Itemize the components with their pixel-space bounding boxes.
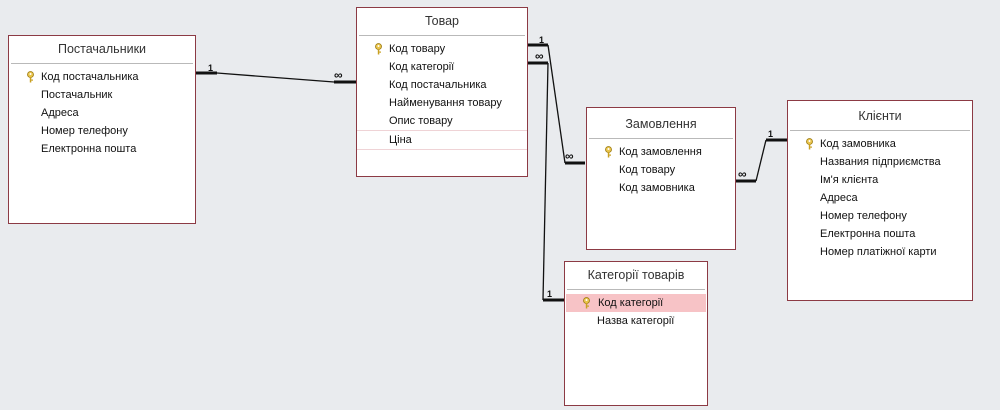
field-label: Електронна пошта [41, 143, 137, 155]
field-label: Номер телефону [41, 125, 128, 137]
field-label: Номер платіжної карти [820, 246, 937, 258]
field-label: Названия підприємства [820, 156, 941, 168]
field-label: Ім'я клієнта [820, 174, 879, 186]
field-item[interactable]: Постачальник [9, 86, 195, 104]
table-title[interactable]: Клієнти [790, 101, 970, 131]
key-icon [26, 71, 35, 83]
field-label: Постачальник [41, 89, 113, 101]
rel-many-label: ∞ [738, 167, 747, 181]
table-title[interactable]: Товар [359, 8, 525, 36]
relation-products-categories[interactable]: ∞ 1 [527, 49, 564, 302]
rel-one-label: 1 [208, 63, 213, 73]
field-label: Найменування товару [389, 97, 502, 109]
table-orders[interactable]: Замовлення Код замовлення Код товару Код… [586, 107, 736, 250]
field-item-selected[interactable]: Код категорії [566, 294, 706, 312]
key-icon [604, 146, 613, 158]
field-item[interactable]: Номер телефону [788, 207, 972, 225]
field-label: Ціна [389, 134, 412, 146]
field-item[interactable]: Назва категорії [565, 312, 707, 330]
table-title[interactable]: Постачальники [11, 36, 193, 64]
relation-suppliers-products[interactable]: 1 ∞ [196, 63, 356, 84]
field-item[interactable]: Електронна пошта [9, 140, 195, 158]
table-clients[interactable]: Клієнти Код замовника Названия підприємс… [787, 100, 973, 301]
relation-products-orders[interactable]: 1 ∞ [527, 35, 585, 165]
field-item[interactable]: Код товару [587, 161, 735, 179]
field-item[interactable]: Код замовника [788, 135, 972, 153]
table-suppliers[interactable]: Постачальники Код постачальника Постачал… [8, 35, 196, 224]
table-title[interactable]: Замовлення [589, 108, 733, 139]
rel-many-label: ∞ [565, 149, 574, 163]
field-item[interactable]: Опис товару [357, 112, 527, 131]
table-title[interactable]: Категорії товарів [567, 262, 705, 290]
field-item[interactable]: Названия підприємства [788, 153, 972, 171]
field-item[interactable]: Код замовника [587, 179, 735, 197]
field-label: Номер телефону [820, 210, 907, 222]
field-label: Адреса [820, 192, 858, 204]
field-item[interactable]: Код категорії [357, 58, 527, 76]
field-item[interactable]: Ціна [357, 131, 527, 150]
rel-one-label: 1 [547, 289, 552, 299]
field-item[interactable]: Адреса [788, 189, 972, 207]
field-item[interactable]: Код постачальника [9, 68, 195, 86]
field-item[interactable]: Ім'я клієнта [788, 171, 972, 189]
field-label: Назва категорії [597, 315, 675, 327]
field-label: Код замовлення [619, 146, 702, 158]
field-item[interactable]: Електронна пошта [788, 225, 972, 243]
field-label: Код замовника [820, 138, 896, 150]
rel-one-label: 1 [539, 35, 544, 45]
rel-many-label: ∞ [535, 49, 544, 63]
key-icon [374, 43, 383, 55]
field-item[interactable]: Номер платіжної карти [788, 243, 972, 261]
rel-many-label: ∞ [334, 68, 343, 82]
field-item[interactable]: Найменування товару [357, 94, 527, 112]
field-label: Код постачальника [389, 79, 487, 91]
field-label: Адреса [41, 107, 79, 119]
field-label: Код замовника [619, 182, 695, 194]
rel-one-label: 1 [768, 129, 773, 139]
field-item[interactable]: Код товару [357, 40, 527, 58]
field-label: Код товару [389, 43, 446, 55]
field-item[interactable]: Код замовлення [587, 143, 735, 161]
field-label: Код категорії [389, 61, 455, 73]
key-icon [582, 297, 591, 309]
field-label: Код постачальника [41, 71, 139, 83]
field-item[interactable]: Номер телефону [9, 122, 195, 140]
key-icon [805, 138, 814, 150]
relation-orders-clients[interactable]: ∞ 1 [736, 129, 788, 183]
table-products[interactable]: Товар Код товару Код категорії Код поста… [356, 7, 528, 177]
field-item[interactable]: Адреса [9, 104, 195, 122]
field-label: Опис товару [389, 115, 453, 127]
field-label: Електронна пошта [820, 228, 916, 240]
field-label: Код товару [619, 164, 676, 176]
table-categories[interactable]: Категорії товарів Код категорії Назва ка… [564, 261, 708, 406]
field-item[interactable]: Код постачальника [357, 76, 527, 94]
field-label: Код категорії [598, 297, 664, 309]
